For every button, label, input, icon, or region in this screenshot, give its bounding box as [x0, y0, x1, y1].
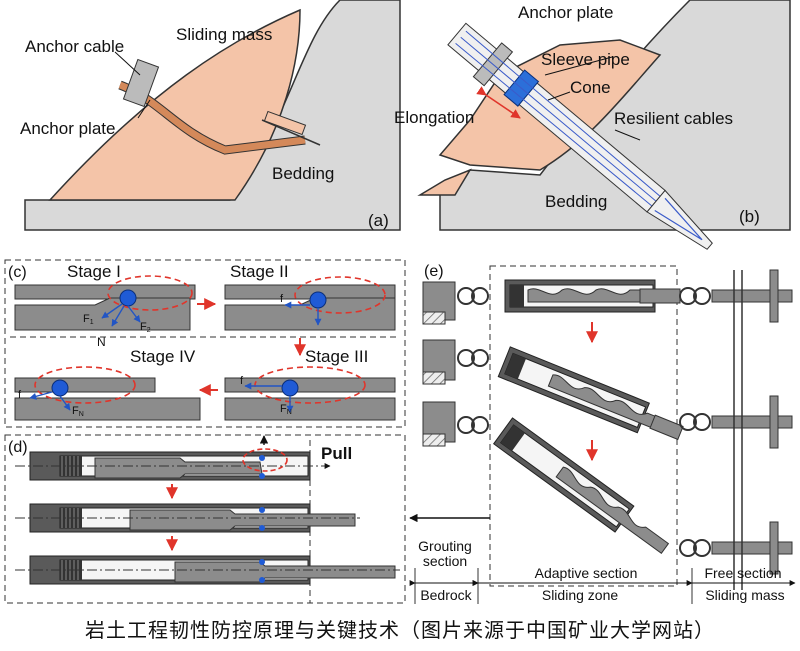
label-anchor-cable: Anchor cable [25, 37, 124, 56]
panel-b: Anchor plate Sleeve pipe Cone Elongation… [394, 0, 791, 250]
figure-caption: 岩土工程韧性防控原理与关键技术（图片来源于中国矿业大学网站） [85, 618, 715, 642]
force-f-stage-2: f [280, 293, 284, 305]
anchor-row-2 [422, 339, 793, 449]
panel-tag-c: (c) [8, 264, 27, 281]
elongation-arrow [476, 86, 521, 119]
label-sliding-zone: Sliding zone [542, 587, 618, 603]
panel-d-frame [4, 434, 406, 604]
stage-2-label: Stage II [230, 262, 289, 281]
leader-resilient [614, 129, 641, 141]
force-fn-stage-4: FN [72, 405, 84, 418]
anchor-plate-a [122, 58, 160, 108]
panel-e: (e) [409, 263, 796, 604]
tail-arrow-b [654, 197, 703, 241]
stage-3-drawing [224, 366, 396, 421]
label-grouting-line2: section [423, 553, 467, 569]
adaptive-section-frame [489, 265, 678, 587]
stage-1-label: Stage I [67, 262, 121, 281]
force-f1: F1 [83, 313, 94, 326]
label-adaptive-section: Adaptive section [535, 565, 638, 581]
label-sliding-mass-a: Sliding mass [176, 25, 272, 44]
wedge-b [417, 168, 472, 196]
force-f-stage-4: f [18, 389, 22, 401]
stage-1-drawing [14, 275, 196, 331]
cable-d-2 [15, 503, 360, 533]
bedding-line-a [261, 119, 321, 146]
panel-d: (d) Pull [4, 434, 406, 604]
force-fn-stage-3: FN [280, 403, 292, 416]
label-grouting-line1: Grouting [418, 538, 472, 554]
panel-tag-b: (b) [739, 207, 760, 226]
leader-sleeve-pipe [544, 56, 613, 76]
label-sleeve-pipe: Sleeve pipe [541, 50, 630, 69]
cable-d-3 [15, 555, 400, 585]
stage-2-drawing [224, 276, 396, 331]
label-anchor-plate-b: Anchor plate [518, 3, 613, 22]
panel-tag-e: (e) [424, 263, 444, 280]
bedding-strip-a [263, 110, 307, 136]
cable-tail-b [646, 189, 713, 250]
anchor-row-1 [422, 269, 793, 325]
stage-4-drawing [14, 366, 201, 421]
leader-anchor-cable [114, 51, 141, 76]
panel-c-frame [4, 259, 406, 428]
stage-3-label: Stage III [305, 347, 368, 366]
panel-tag-a: (a) [368, 211, 389, 230]
stage-4-label: Stage IV [130, 347, 196, 366]
cable-d-1 [15, 435, 331, 481]
label-anchor-plate-a: Anchor plate [20, 119, 115, 138]
leader-cone [547, 91, 571, 101]
force-f2: F2 [140, 321, 151, 334]
leader-anchor-plate [137, 99, 151, 119]
panel-a: Sliding mass Anchor cable Anchor plate B… [20, 0, 401, 231]
label-pull: Pull [321, 444, 352, 463]
panel-tag-d: (d) [8, 439, 28, 456]
anchor-row-3 [422, 401, 793, 575]
label-bedding-b: Bedding [545, 192, 607, 211]
label-resilient-cables: Resilient cables [614, 109, 733, 128]
label-bedrock: Bedrock [420, 587, 472, 603]
force-n: N [97, 335, 106, 349]
label-sliding-mass-e: Sliding mass [705, 587, 784, 603]
label-cone: Cone [570, 78, 611, 97]
force-f-stage-3: f [240, 375, 244, 387]
label-bedding-a: Bedding [272, 164, 334, 183]
panel-c: F1 F2 N f f FN f [4, 259, 406, 428]
label-free-section: Free section [704, 565, 781, 581]
label-elongation: Elongation [394, 108, 474, 127]
